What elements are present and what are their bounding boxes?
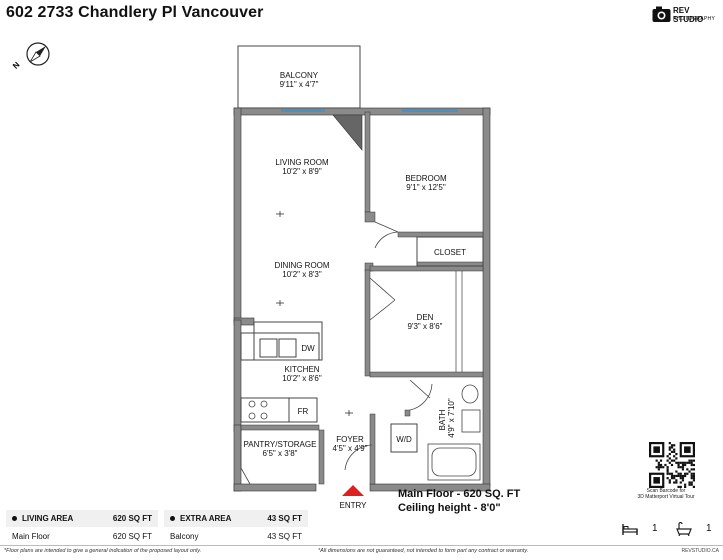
washer-dryer-box (390, 423, 418, 453)
foyer-dims: 4'5" x 4'9" (333, 444, 368, 453)
page-title: 602 2733 Chandlery Pl Vancouver (6, 4, 264, 21)
bullet-icon (170, 516, 175, 521)
footer-divider (0, 545, 723, 546)
exterior-walls (233, 107, 491, 492)
windows (281, 109, 458, 112)
stove-burners (248, 400, 268, 420)
brand-name: REV STUDIO (673, 6, 704, 24)
washer-dryer-label: W/D (396, 435, 412, 444)
dining-room-dims: 10'2" x 8'3" (282, 270, 322, 279)
fridge-label: FR (298, 407, 309, 416)
bath-fixtures (427, 384, 481, 481)
main-floor-value: 620 SQ FT (112, 532, 152, 541)
disclaimer-layout: *Floor plans are intended to give a gene… (4, 548, 202, 554)
bedroom-dims: 9'1" x 12'5" (406, 183, 446, 192)
bathroom-count: 1 (706, 523, 712, 534)
interior-walls (240, 111, 484, 485)
den-closet (455, 271, 463, 372)
main-floor-summary: Main Floor - 620 SQ. FT (398, 488, 521, 500)
room-counts: 1 1 (620, 521, 720, 537)
main-floor-label: Main Floor (12, 532, 50, 541)
bedroom-count: 1 (652, 523, 658, 534)
ceiling-height: Ceiling height - 8'0" (398, 502, 501, 514)
balcony-label: Balcony (170, 532, 199, 541)
qr-code[interactable] (647, 442, 697, 488)
door-swings (344, 221, 433, 471)
extra-area-title: EXTRA AREA (180, 514, 232, 523)
kitchen-counter (240, 321, 323, 423)
bath-name: BATH (438, 409, 447, 430)
floor-summary: Main Floor - 620 SQ. FT Ceiling height -… (398, 487, 520, 515)
dishwasher-label: DW (301, 344, 315, 353)
pantry-dims: 6'5" x 3'8" (263, 449, 298, 458)
extra-area-total: 43 SQ FT (267, 514, 302, 523)
camera-icon (652, 6, 671, 22)
living-area-table: LIVING AREA 620 SQ FT Main Floor 620 SQ … (6, 510, 158, 543)
fireplace (332, 114, 363, 151)
entry-arrow (342, 485, 364, 496)
bullet-icon (12, 516, 17, 521)
living-area-header: LIVING AREA 620 SQ FT (6, 510, 158, 527)
kitchen-dims: 10'2" x 8'6" (282, 374, 322, 383)
brand-sub: PHOTOGRAPHY (673, 16, 716, 22)
extra-area-table: EXTRA AREA 43 SQ FT Balcony 43 SQ FT (164, 510, 308, 543)
dining-room-name: DINING ROOM (274, 261, 329, 270)
living-area-total: 620 SQ FT (112, 514, 152, 523)
bed-icon (622, 524, 638, 535)
pantry-name: PANTRY/STORAGE (244, 440, 317, 449)
closet-box (416, 236, 484, 267)
foyer-name: FOYER (336, 435, 364, 444)
balcony-value: 43 SQ FT (267, 532, 302, 541)
living-room-dims: 10'2" x 8'9" (282, 167, 322, 176)
qr-caption-line-1: Scan Barcode for (646, 488, 686, 494)
bathtub-icon (676, 522, 692, 536)
extra-area-header: EXTRA AREA 43 SQ FT (164, 510, 308, 527)
balcony-dims: 9'11" x 4'7" (280, 80, 319, 89)
den-dims: 9'3" x 8'6" (408, 322, 443, 331)
qr-caption: Scan Barcode for 3D Matterport Virtual T… (612, 488, 720, 500)
compass-north-label: N (11, 60, 22, 71)
closet-name: CLOSET (434, 248, 466, 257)
den-name: DEN (417, 313, 434, 322)
qr-caption-line-2: 3D Matterport Virtual Tour (637, 494, 695, 500)
height-markers (276, 211, 353, 416)
brand-url[interactable]: REVSTUDIO.CA (681, 548, 719, 554)
pantry-outline (240, 430, 251, 485)
bath-dims: 4'9" x 7'10" (447, 398, 456, 438)
living-area-title: LIVING AREA (22, 514, 74, 523)
living-room-name: LIVING ROOM (275, 158, 329, 167)
kitchen-name: KITCHEN (284, 365, 319, 374)
disclaimer-dimensions: *All dimensions are not guaranteed, not … (318, 548, 529, 554)
compass-icon: N (11, 42, 50, 71)
brand-logo: REV STUDIO PHOTOGRAPHY (652, 4, 720, 26)
balcony-name: BALCONY (280, 71, 319, 80)
bedroom-name: BEDROOM (405, 174, 447, 183)
entry-label: ENTRY (340, 501, 368, 510)
